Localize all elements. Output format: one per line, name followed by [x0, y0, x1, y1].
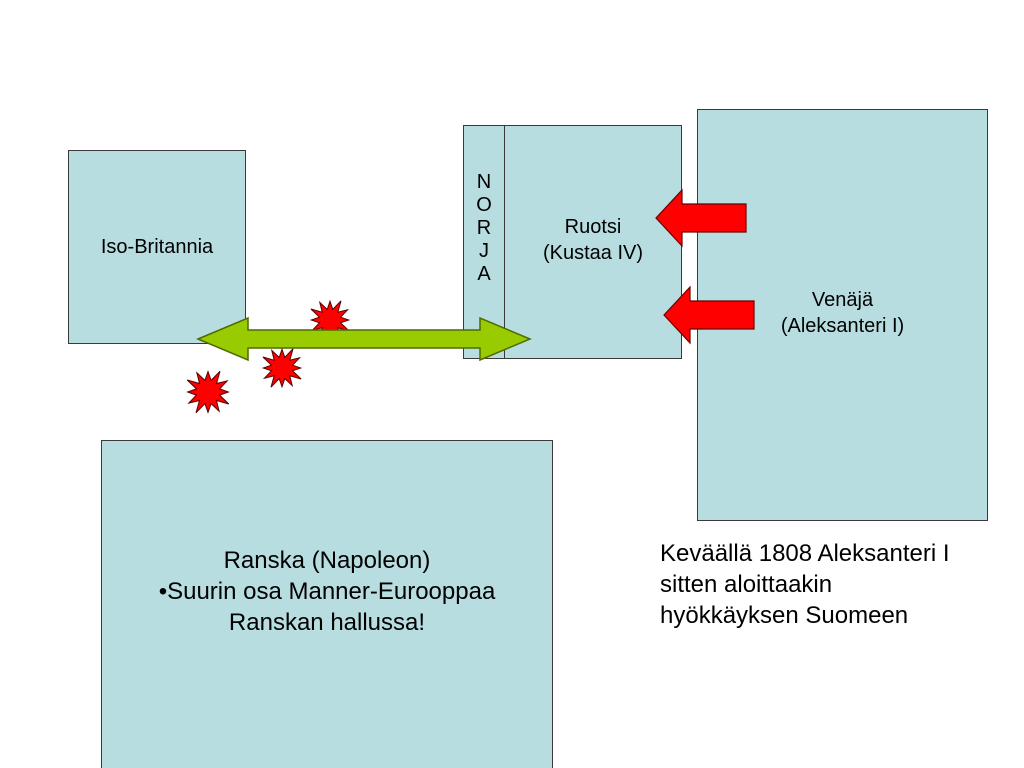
britain-box: Iso-Britannia: [68, 150, 246, 344]
norway-letter: J: [479, 240, 489, 262]
explosion-icon: [261, 347, 303, 389]
britain-label: Iso-Britannia: [100, 235, 214, 258]
left-arrow-icon: [663, 285, 755, 345]
sweden-box: Ruotsi (Kustaa IV): [504, 125, 682, 359]
norway-letter: N: [476, 171, 492, 193]
invasion-note: Keväällä 1808 Aleksanteri I sitten aloit…: [660, 538, 1020, 632]
note-line: Keväällä 1808 Aleksanteri I: [660, 540, 950, 567]
norway-letter: R: [476, 217, 492, 239]
explosion-icon: [186, 370, 230, 414]
double-headed-arrow-icon: [196, 316, 532, 362]
norway-letter: O: [476, 194, 492, 216]
russia-name: Venäjä: [811, 289, 874, 311]
france-title: Ranska (Napoleon): [223, 546, 431, 574]
france-bullet: •Suurin osa Manner-Eurooppaa: [158, 577, 496, 605]
note-line: sitten aloittaakin: [660, 571, 833, 599]
sweden-name: Ruotsi: [564, 216, 622, 238]
norway-letter: A: [477, 263, 491, 285]
france-line: Ranskan hallussa!: [228, 609, 426, 637]
sweden-ruler: (Kustaa IV): [542, 242, 644, 264]
france-box: Ranska (Napoleon) •Suurin osa Manner-Eur…: [101, 440, 553, 768]
left-arrow-icon: [655, 188, 747, 248]
russia-ruler: (Aleksanteri I): [780, 315, 905, 337]
note-line: hyökkäyksen Suomeen: [660, 602, 909, 630]
